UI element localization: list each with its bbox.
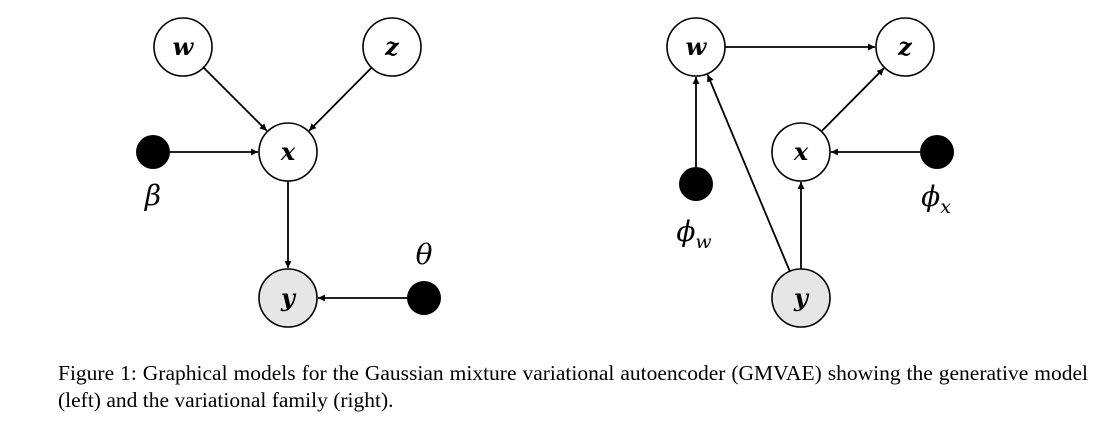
node-label-w: w: [686, 32, 708, 61]
node-label-x: x: [280, 137, 296, 166]
param-node-theta: [407, 281, 441, 315]
node-label-y: y: [280, 283, 297, 312]
figure-caption: Figure 1: Graphical models for the Gauss…: [58, 361, 1088, 412]
generative-model-panel: w z x y β θ: [136, 17, 441, 328]
latent-node-x: [771, 122, 831, 182]
latent-node-w: [153, 17, 213, 77]
node-label-y: y: [793, 283, 810, 312]
param-node-beta: [136, 135, 170, 169]
param-label-beta: β: [144, 179, 161, 212]
edge-z-to-x: [308, 66, 373, 132]
observed-node-y: [771, 268, 831, 328]
edge-y-to-w: [706, 74, 791, 272]
edge-x-to-z: [820, 67, 885, 133]
node-label-w: w: [173, 32, 195, 61]
node-label-z: z: [897, 32, 913, 61]
graphical-models-figure: w z x y β θ w z x y ϕw ϕx: [136, 17, 954, 328]
param-node-phi_w: [679, 167, 713, 201]
param-node-phi_x: [920, 135, 954, 169]
latent-node-w: [666, 17, 726, 77]
observed-node-y: [258, 268, 318, 328]
param-label-theta: θ: [416, 238, 433, 271]
edge-w-to-x: [202, 66, 268, 132]
latent-node-z: [875, 17, 935, 77]
param-label-phi_w: ϕw: [676, 215, 711, 253]
node-label-z: z: [384, 32, 400, 61]
latent-node-x: [258, 122, 318, 182]
param-label-phi_x: ϕx: [921, 180, 951, 218]
node-label-x: x: [793, 137, 809, 166]
variational-family-panel: w z x y ϕw ϕx: [666, 17, 954, 328]
latent-node-z: [362, 17, 422, 77]
